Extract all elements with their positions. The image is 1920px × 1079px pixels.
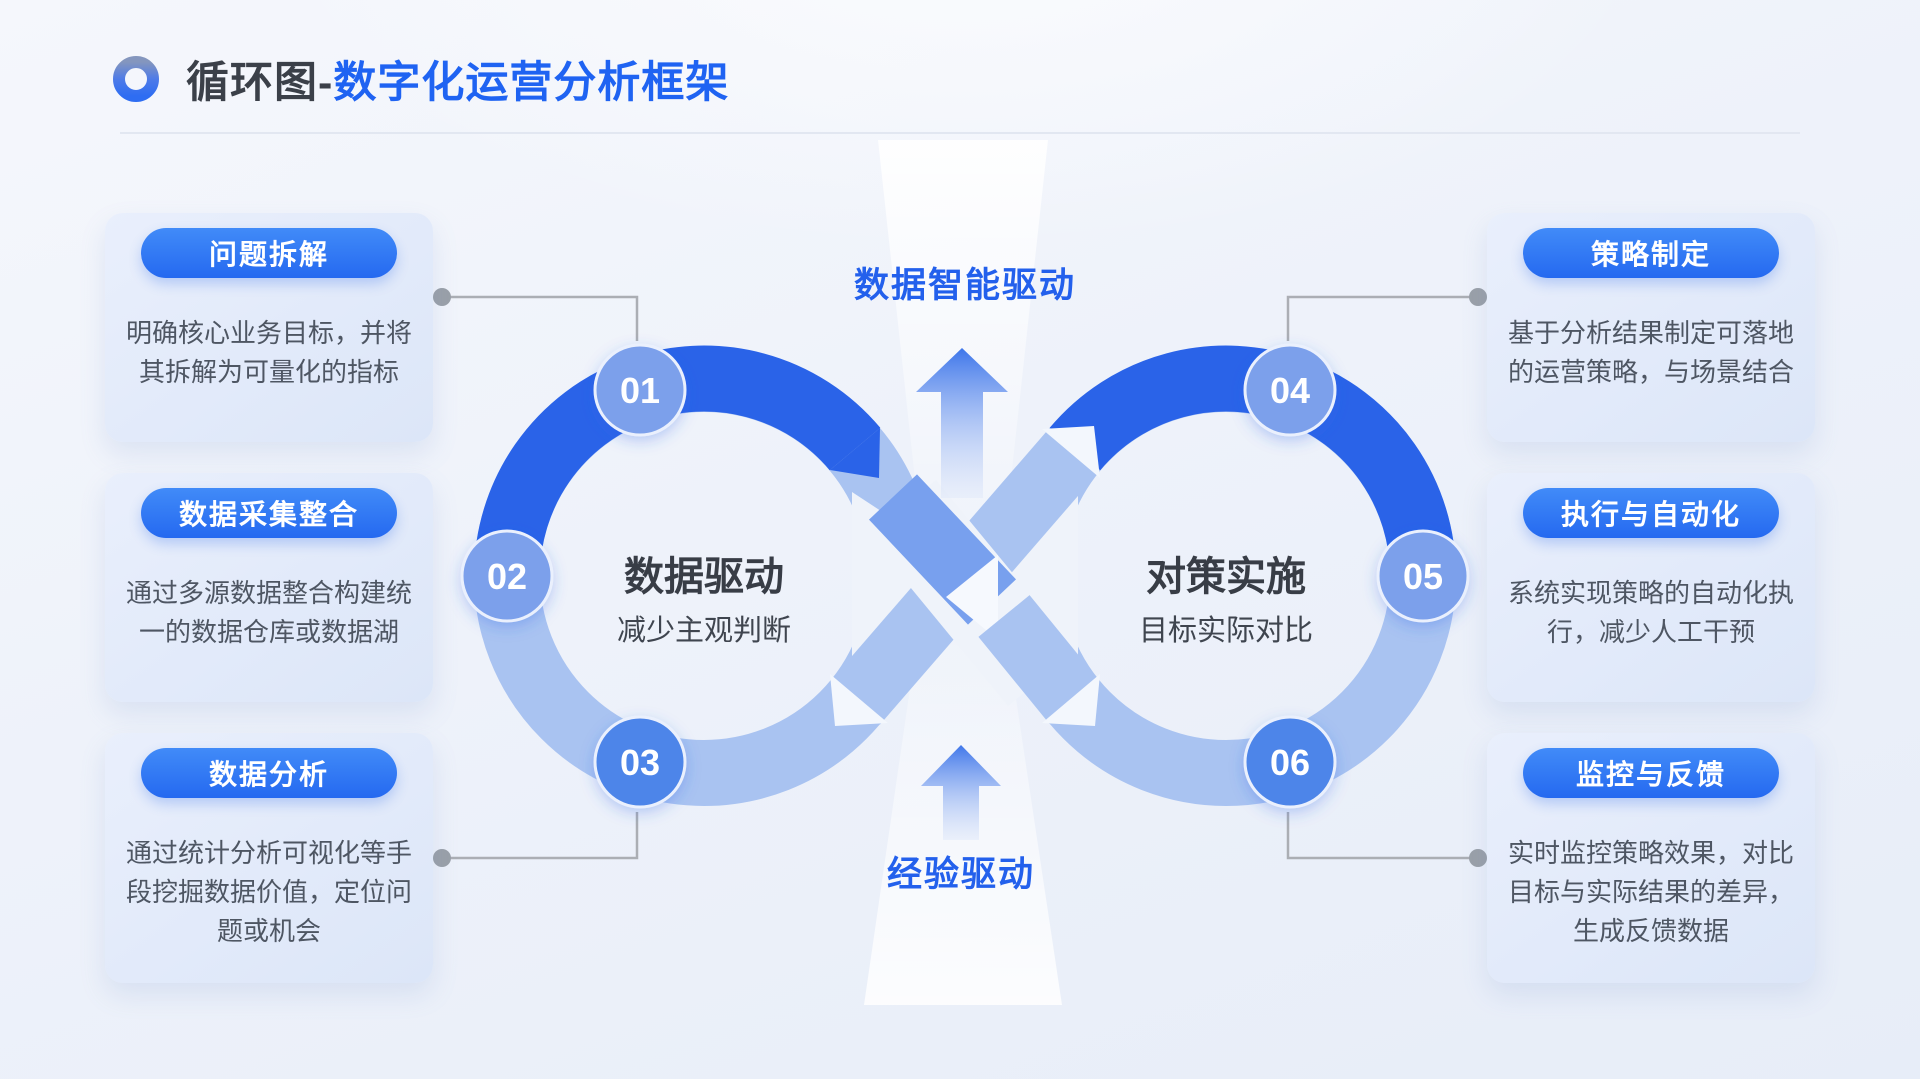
left-loop-subtitle: 减少主观判断 xyxy=(617,614,791,647)
card-badge: 问题拆解 xyxy=(141,228,397,278)
card-left-1: 问题拆解 明确核心业务目标，并将其拆解为可量化的指标 xyxy=(105,213,433,442)
connector-card1-step1 xyxy=(442,295,639,341)
card-badge: 策略制定 xyxy=(1523,228,1779,278)
bottom-drive-label: 经验驱动 xyxy=(887,855,1035,894)
left-loop-title: 数据驱动 xyxy=(624,555,784,599)
connector-dot-card3 xyxy=(433,849,451,867)
ribbon-chevron-gap xyxy=(946,555,998,640)
connector-dot-card4 xyxy=(1469,288,1487,306)
header-divider xyxy=(120,132,1800,134)
step-circle-04: 04 xyxy=(1243,343,1337,437)
ribbon-front-lower xyxy=(978,595,1101,724)
loop-dark-arc-left xyxy=(473,345,881,577)
page-title: 循环图-数字化运营分析框架 xyxy=(186,48,729,110)
connector-dot-card6 xyxy=(1469,849,1487,867)
step-circle-01: 01 xyxy=(593,343,687,437)
step-circle-06: 06 xyxy=(1243,715,1337,809)
cycle-ring-icon xyxy=(113,56,159,102)
svg-text:06: 06 xyxy=(1270,742,1310,783)
card-badge: 数据分析 xyxy=(141,748,397,798)
card-left-2: 数据采集整合 通过多源数据整合构建统一的数据仓库或数据湖 xyxy=(105,473,433,702)
right-loop-title: 对策实施 xyxy=(1146,555,1306,599)
up-arrow-bottom xyxy=(921,745,1001,840)
page-title-main: 数字化运营分析框架 xyxy=(333,59,730,107)
card-left-3: 数据分析 通过统计分析可视化等手段挖掘数据价值，定位问题或机会 xyxy=(105,733,433,983)
notch-right-top xyxy=(1042,426,1100,478)
notch-right-bottom xyxy=(1042,674,1100,726)
connector-card3-step3 xyxy=(442,812,639,860)
card-text: 实时监控策略效果，对比目标与实际结果的差异，生成反馈数据 xyxy=(1507,838,1794,946)
right-loop-subtitle: 目标实际对比 xyxy=(1139,614,1313,647)
card-text: 基于分析结果制定可落地的运营策略，与场景结合 xyxy=(1507,318,1794,387)
step-circle-03: 03 xyxy=(593,715,687,809)
page-title-prefix: 循环图- xyxy=(186,59,334,107)
card-text: 通过统计分析可视化等手段挖掘数据价值，定位问题或机会 xyxy=(125,838,412,946)
card-right-1: 策略制定 基于分析结果制定可落地的运营策略，与场景结合 xyxy=(1487,213,1815,442)
notch-left-bottom xyxy=(830,674,888,726)
step-circle-02: 02 xyxy=(460,529,554,623)
card-badge: 监控与反馈 xyxy=(1523,748,1779,798)
card-text: 明确核心业务目标，并将其拆解为可量化的指标 xyxy=(125,318,412,387)
card-badge: 数据采集整合 xyxy=(141,488,397,538)
connector-dot-card1 xyxy=(433,288,451,306)
card-right-3: 监控与反馈 实时监控策略效果，对比目标与实际结果的差异，生成反馈数据 xyxy=(1487,733,1815,983)
svg-text:04: 04 xyxy=(1270,370,1310,411)
connector-card4-step4 xyxy=(1286,295,1478,341)
svg-text:01: 01 xyxy=(620,370,660,411)
svg-text:05: 05 xyxy=(1403,556,1443,597)
card-badge: 执行与自动化 xyxy=(1523,488,1779,538)
card-text: 系统实现策略的自动化执行，减少人工干预 xyxy=(1507,578,1794,647)
card-right-2: 执行与自动化 系统实现策略的自动化执行，减少人工干预 xyxy=(1487,473,1815,702)
top-drive-label: 数据智能驱动 xyxy=(854,266,1076,305)
up-arrow-top xyxy=(916,348,1008,498)
slide-header: 循环图-数字化运营分析框架 xyxy=(0,0,1920,135)
svg-text:02: 02 xyxy=(487,556,527,597)
step-circle-05: 05 xyxy=(1376,529,1470,623)
connector-card6-step6 xyxy=(1286,812,1478,860)
svg-text:03: 03 xyxy=(620,742,660,783)
card-text: 通过多源数据整合构建统一的数据仓库或数据湖 xyxy=(125,578,412,647)
